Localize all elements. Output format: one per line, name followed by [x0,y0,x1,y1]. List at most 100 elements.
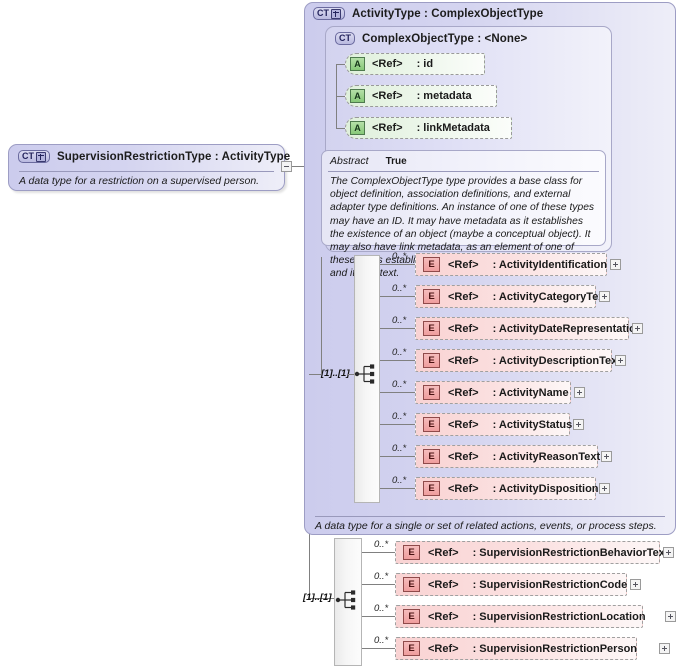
element-name: : SupervisionRestrictionLocation [472,610,646,623]
element-badge-icon: E [403,609,420,624]
activity-occurs-label: 0..* [392,475,407,486]
element-badge-icon: E [403,577,420,592]
element-row[interactable]: E <Ref> : SupervisionRestrictionBehavior… [395,541,669,564]
element-row[interactable]: E <Ref> : ActivityDisposition [415,477,599,500]
attribute-name: : metadata [416,90,472,102]
abstract-row: Abstract True [330,155,407,167]
root-type-box[interactable]: CT SupervisionRestrictionType : Activity… [8,144,290,191]
complextype-expand-badge-icon[interactable]: CT [18,150,50,163]
inner-type-label: ComplexObjectType : <None> [362,32,528,45]
element-badge-icon: E [423,417,440,432]
element-expander-button[interactable] [574,387,585,398]
element-ref: <Ref> [448,258,479,271]
connector-spine-to-restriction-sequence [309,598,334,599]
element-expander-button[interactable] [665,611,676,622]
element-expander-button[interactable] [599,291,610,302]
element-row[interactable]: E <Ref> : ActivityDescriptionText [415,349,621,372]
element-name: : SupervisionRestrictionBehaviorText [472,546,669,559]
element-name: : ActivityIdentification [492,258,608,271]
restriction-branch-line [362,648,395,649]
abstract-divider [328,171,599,172]
element-expander-button[interactable] [610,259,621,270]
activity-branch-line [380,424,415,425]
attribute-badge-icon: A [350,121,365,135]
attribute-tree-branch-id [336,64,346,65]
element-name: : SupervisionRestrictionPerson [472,642,638,655]
element-expander-button[interactable] [663,547,674,558]
activity-occurs-label: 0..* [392,411,407,422]
restriction-branch-line [362,552,395,553]
element-row[interactable]: E <Ref> : ActivityDateRepresentation [415,317,643,340]
attribute-ref: <Ref> [372,122,403,134]
sequence-compositor-icon [335,590,356,610]
element-ref: <Ref> [448,482,479,495]
element-row[interactable]: E <Ref> : SupervisionRestrictionLocation [395,605,646,628]
activity-branch-line [380,488,415,489]
element-ref: <Ref> [448,386,479,399]
activity-occurs-label: 0..* [392,443,407,454]
element-name: : SupervisionRestrictionCode [472,578,628,591]
attribute-name: : id [416,58,434,70]
attribute-badge-icon: A [350,57,365,71]
element-name: : ActivityCategoryText [492,290,609,303]
sequence-compositor-icon [354,364,375,384]
base-type-description: A data type for a single or set of relat… [315,516,665,533]
connector-root-to-spine [292,166,310,167]
element-name: : ActivityName [492,386,569,399]
element-expander-button[interactable] [630,579,641,590]
element-row[interactable]: E <Ref> : ActivityCategoryText [415,285,608,308]
root-type-title: CT SupervisionRestrictionType : Activity… [18,150,290,163]
element-badge-icon: E [403,641,420,656]
activity-branch-line [380,360,415,361]
root-type-collapse-handle[interactable] [281,161,292,172]
restriction-occurs-label: 0..* [374,603,389,614]
complextype-expand-badge-icon-base[interactable]: CT [313,7,345,20]
element-expander-button[interactable] [599,483,610,494]
activity-occurs-label: 0..* [392,347,407,358]
restriction-occurs-label: 0..* [374,571,389,582]
activity-occurs-label: 0..* [392,379,407,390]
element-expander-button[interactable] [573,419,584,430]
element-row[interactable]: E <Ref> : ActivityName [415,381,571,404]
attribute-name: : linkMetadata [416,122,490,134]
element-row[interactable]: E <Ref> : ActivityIdentification [415,253,607,276]
activity-branch-line [380,296,415,297]
attribute-row[interactable]: A <Ref> : id [345,53,485,75]
element-row[interactable]: E <Ref> : SupervisionRestrictionPerson [395,637,637,660]
element-expander-button[interactable] [615,355,626,366]
element-ref: <Ref> [428,610,459,623]
element-badge-icon: E [423,353,440,368]
connector-cardinality-to-seqbox [348,374,354,375]
activity-occurs-label: 0..* [392,315,407,326]
connector-to-activity-sequence [309,374,321,375]
activity-sequence-box[interactable] [354,255,380,503]
root-type-description: A data type for a restriction on a super… [19,171,274,188]
element-row[interactable]: E <Ref> : SupervisionRestrictionCode [395,573,627,596]
base-type-title: CT ActivityType : ComplexObjectType [313,7,543,20]
element-ref: <Ref> [448,290,479,303]
element-badge-icon: E [423,449,440,464]
element-row[interactable]: E <Ref> : ActivityStatus [415,413,572,436]
element-row[interactable]: E <Ref> : ActivityReasonText [415,445,600,468]
attribute-tree-branch-metadata [336,96,346,97]
activity-branch-line [380,456,415,457]
abstract-key: Abstract [330,155,369,167]
activity-branch-line [380,264,415,265]
attribute-row[interactable]: A <Ref> : metadata [345,85,497,107]
complextype-badge-icon: CT [335,32,355,45]
restriction-occurs-label: 0..* [374,635,389,646]
element-name: : ActivityDateRepresentation [492,322,643,335]
element-expander-button[interactable] [659,643,670,654]
restriction-branch-line [362,584,395,585]
element-expander-button[interactable] [601,451,612,462]
connector-activitytype-drop [321,257,322,374]
restriction-occurs-label: 0..* [374,539,389,550]
element-expander-button[interactable] [632,323,643,334]
element-ref: <Ref> [448,354,479,367]
element-ref: <Ref> [428,578,459,591]
element-badge-icon: E [403,545,420,560]
element-name: : ActivityDisposition [492,482,599,495]
abstract-value: True [385,156,407,167]
attribute-row[interactable]: A <Ref> : linkMetadata [345,117,512,139]
